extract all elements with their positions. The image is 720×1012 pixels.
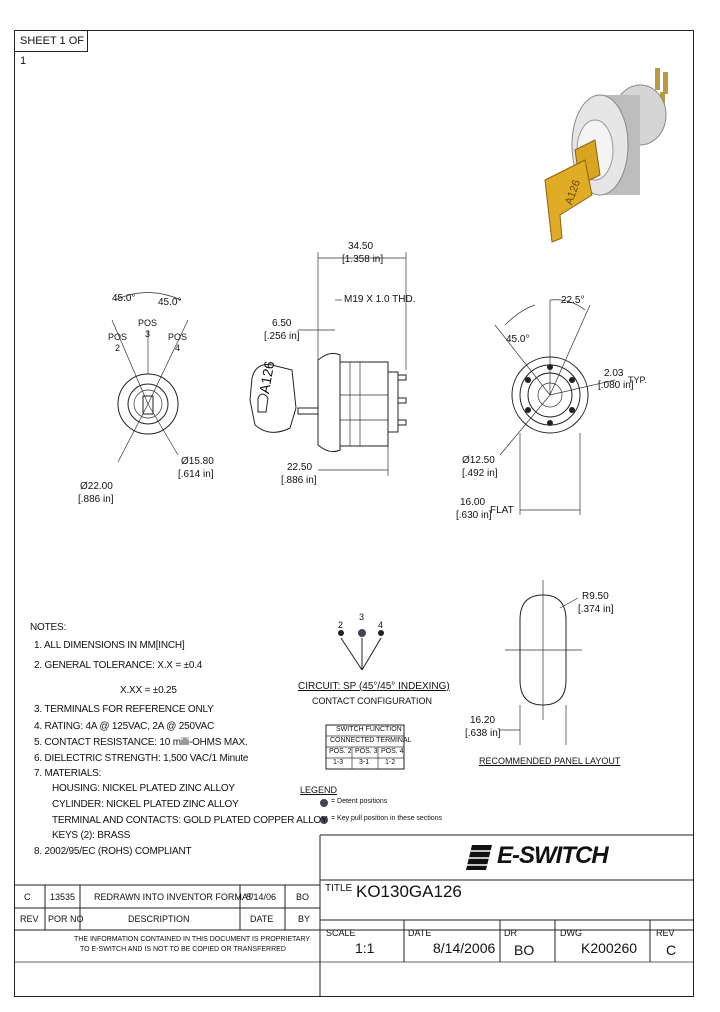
- legend-key-pull: = Key pull position in these sections: [331, 815, 443, 822]
- date-header: DATE: [250, 914, 274, 924]
- note-line: HOUSING: NICKEL PLATED ZINC ALLOY: [52, 783, 235, 794]
- por-header: POR NO: [48, 914, 84, 924]
- rev-value: C: [666, 942, 677, 958]
- date-label: DATE: [408, 928, 432, 938]
- proprietary-line-1: THE INFORMATION CONTAINED IN THIS DOCUME…: [74, 936, 311, 943]
- dia-front-inch: [.614 in]: [178, 469, 214, 480]
- side-view: [249, 252, 407, 476]
- dwg-label: DWG: [560, 928, 582, 938]
- title-block-grid: [14, 834, 694, 997]
- dim-overall: 34.50: [348, 241, 374, 252]
- front-view: [111, 292, 189, 463]
- panel-caption: RECOMMENDED PANEL LAYOUT: [479, 756, 621, 766]
- pos-3-label: POS 3: [138, 318, 158, 339]
- note-line: TERMINAL AND CONTACTS: GOLD PLATED COPPE…: [52, 815, 328, 826]
- circuit-pos-3: 3: [359, 612, 365, 622]
- dim-terminal: 2.03: [604, 368, 624, 379]
- table-col: POS. 3: [355, 748, 378, 755]
- table-col: POS. 4: [381, 748, 404, 755]
- dia-bezel: Ø22.00: [80, 481, 113, 492]
- by-header: BY: [298, 914, 311, 924]
- por-cell: 13535: [50, 892, 76, 902]
- date-cell: 8/14/06: [246, 892, 277, 902]
- dim-flat: 16.00: [460, 497, 486, 508]
- dia-bezel-inch: [.886 in]: [78, 494, 114, 505]
- panel-width-inch: [.638 in]: [465, 728, 501, 739]
- dim-thread: M19 X 1.0 THD.: [344, 294, 416, 305]
- proprietary-line-2: TO E-SWITCH AND IS NOT TO BE COPIED OR T…: [80, 946, 286, 953]
- legend-title: LEGEND: [300, 785, 338, 795]
- dim-flat-inch: [.630 in]: [456, 510, 492, 521]
- table-col: POS. 2: [329, 748, 352, 755]
- dia-rear: Ø12.50: [462, 455, 495, 466]
- scale-value: 1:1: [355, 940, 375, 956]
- dwg-value: K200260: [581, 940, 638, 956]
- circuit-title: CIRCUIT: SP (45°/45° INDEXING): [298, 681, 450, 692]
- circuit-subtitle: CONTACT CONFIGURATION: [312, 696, 432, 706]
- flat-label: FLAT: [490, 505, 514, 516]
- circuit-diagram: [320, 629, 405, 824]
- pos-2-label: POS 2: [108, 332, 128, 353]
- dim-overall-inch: [1.358 in]: [342, 254, 384, 265]
- dim-key: 6.50: [272, 318, 292, 329]
- circuit-pos-4: 4: [378, 620, 384, 630]
- note-line: 7. MATERIALS:: [34, 768, 102, 779]
- dim-terminal-inch: [.080 in]: [598, 380, 634, 391]
- desc-cell: REDRAWN INTO INVENTOR FORMAT: [94, 892, 253, 902]
- rev-header: REV: [20, 914, 39, 924]
- typ-label: TYP.: [628, 375, 647, 385]
- angle-left: 45.0°: [112, 293, 136, 304]
- part-number: KO130GA126: [356, 882, 462, 901]
- circuit-pos-2: 2: [338, 620, 344, 630]
- by-cell: BO: [296, 892, 310, 902]
- note-line: 2. GENERAL TOLERANCE: X.X = ±0.4: [34, 660, 203, 671]
- dr-label: DR: [504, 928, 517, 938]
- angle-rear-1: 22.5°: [561, 295, 585, 306]
- legend-detent: = Detent positions: [331, 798, 388, 805]
- angle-right: 45.0°: [158, 297, 182, 308]
- dim-body: 22.50: [287, 462, 313, 473]
- sheet-label: SHEET 1 OF 1: [14, 30, 88, 67]
- dia-rear-inch: [.492 in]: [462, 468, 498, 479]
- note-line: 4. RATING: 4A @ 125VAC, 2A @ 250VAC: [34, 721, 215, 732]
- table-val: 1-2: [385, 759, 396, 766]
- desc-header: DESCRIPTION: [128, 914, 190, 924]
- note-line: 5. CONTACT RESISTANCE: 10 milli-OHMS MAX…: [34, 737, 248, 748]
- title-label: TITLE: [325, 883, 353, 894]
- table-subheader: CONNECTED TERMINAL: [330, 737, 412, 744]
- note-line: 6. DIELECTRIC STRENGTH: 1,500 VAC/1 Minu…: [34, 753, 249, 764]
- notes-heading: NOTES:: [30, 622, 67, 633]
- rev-label: REV: [656, 928, 675, 938]
- note-line: KEYS (2): BRASS: [52, 830, 131, 841]
- date-value: 8/14/2006: [433, 940, 496, 956]
- note-line: CYLINDER: NICKEL PLATED ZINC ALLOY: [52, 799, 239, 810]
- company-name: E-SWITCH: [497, 842, 609, 869]
- dr-value: BO: [514, 942, 535, 958]
- panel-cutout: [500, 580, 582, 745]
- note-line: 3. TERMINALS FOR REFERENCE ONLY: [34, 704, 214, 715]
- company-logo: [462, 845, 494, 870]
- note-line: 8. 2002/95/EC (ROHS) COMPLIANT: [34, 846, 192, 857]
- product-photo: A126: [544, 68, 668, 243]
- dim-body-inch: [.886 in]: [281, 475, 317, 486]
- note-line: 1. ALL DIMENSIONS IN MM[INCH]: [34, 640, 185, 651]
- scale-label: SCALE: [326, 928, 356, 938]
- rev-cell: C: [24, 892, 31, 902]
- dim-key-inch: [.256 in]: [264, 331, 300, 342]
- panel-radius: R9.50: [582, 591, 609, 602]
- rear-view: [494, 299, 616, 515]
- angle-rear-2: 45.0°: [506, 334, 530, 345]
- panel-radius-inch: [.374 in]: [578, 604, 614, 615]
- dia-front: Ø15.80: [181, 456, 214, 467]
- table-val: 3-1: [359, 759, 370, 766]
- table-val: 1-3: [333, 759, 344, 766]
- drawing-frame: [14, 30, 694, 997]
- table-header: SWITCH FUNCTION: [336, 726, 402, 733]
- panel-width: 16.20: [470, 715, 496, 726]
- note-line: X.XX = ±0.25: [120, 685, 177, 696]
- pos-4-label: POS 4: [168, 332, 188, 353]
